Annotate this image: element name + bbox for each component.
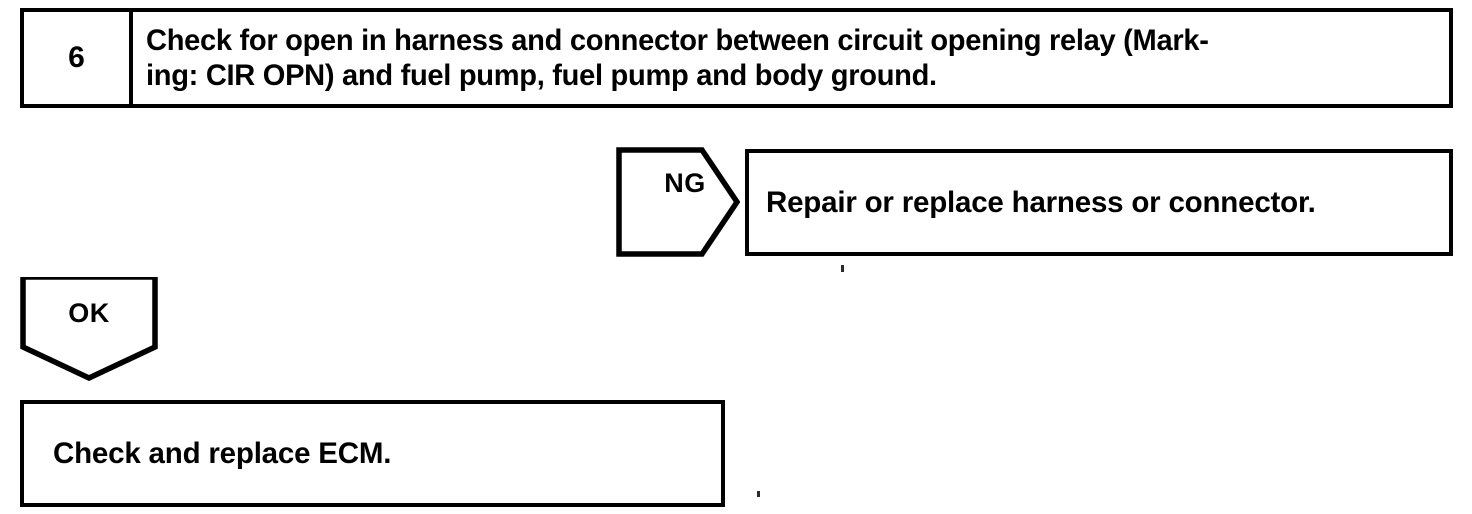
scan-artifact-dot [757, 491, 760, 497]
ok-branch-label: OK [68, 297, 110, 328]
step-row: 6 Check for open in harness and connecto… [20, 8, 1453, 108]
ok-result-text: Check and replace ECM. [53, 436, 392, 470]
ok-result-box: Check and replace ECM. [20, 400, 725, 507]
step-number: 6 [68, 41, 85, 74]
ng-branch-chevron: NG [616, 147, 740, 257]
ng-result-box: Repair or replace harness or connector. [745, 149, 1453, 256]
step-instruction-line-1: Check for open in harness and connector … [146, 24, 1209, 57]
step-instruction-cell: Check for open in harness and connector … [133, 12, 1449, 104]
ok-pentagon-shape [20, 277, 158, 381]
step-instruction-line-2: ing: CIR OPN) and fuel pump, fuel pump a… [146, 59, 937, 92]
ng-branch-label: NG [664, 167, 706, 198]
scan-artifact-dot [841, 265, 844, 272]
ng-chevron-shape [616, 147, 740, 257]
step-number-cell: 6 [24, 12, 133, 104]
ng-result-text: Repair or replace harness or connector. [766, 185, 1316, 219]
ok-branch-pentagon: OK [20, 277, 158, 381]
step-instruction-text: Check for open in harness and connector … [146, 23, 1209, 93]
